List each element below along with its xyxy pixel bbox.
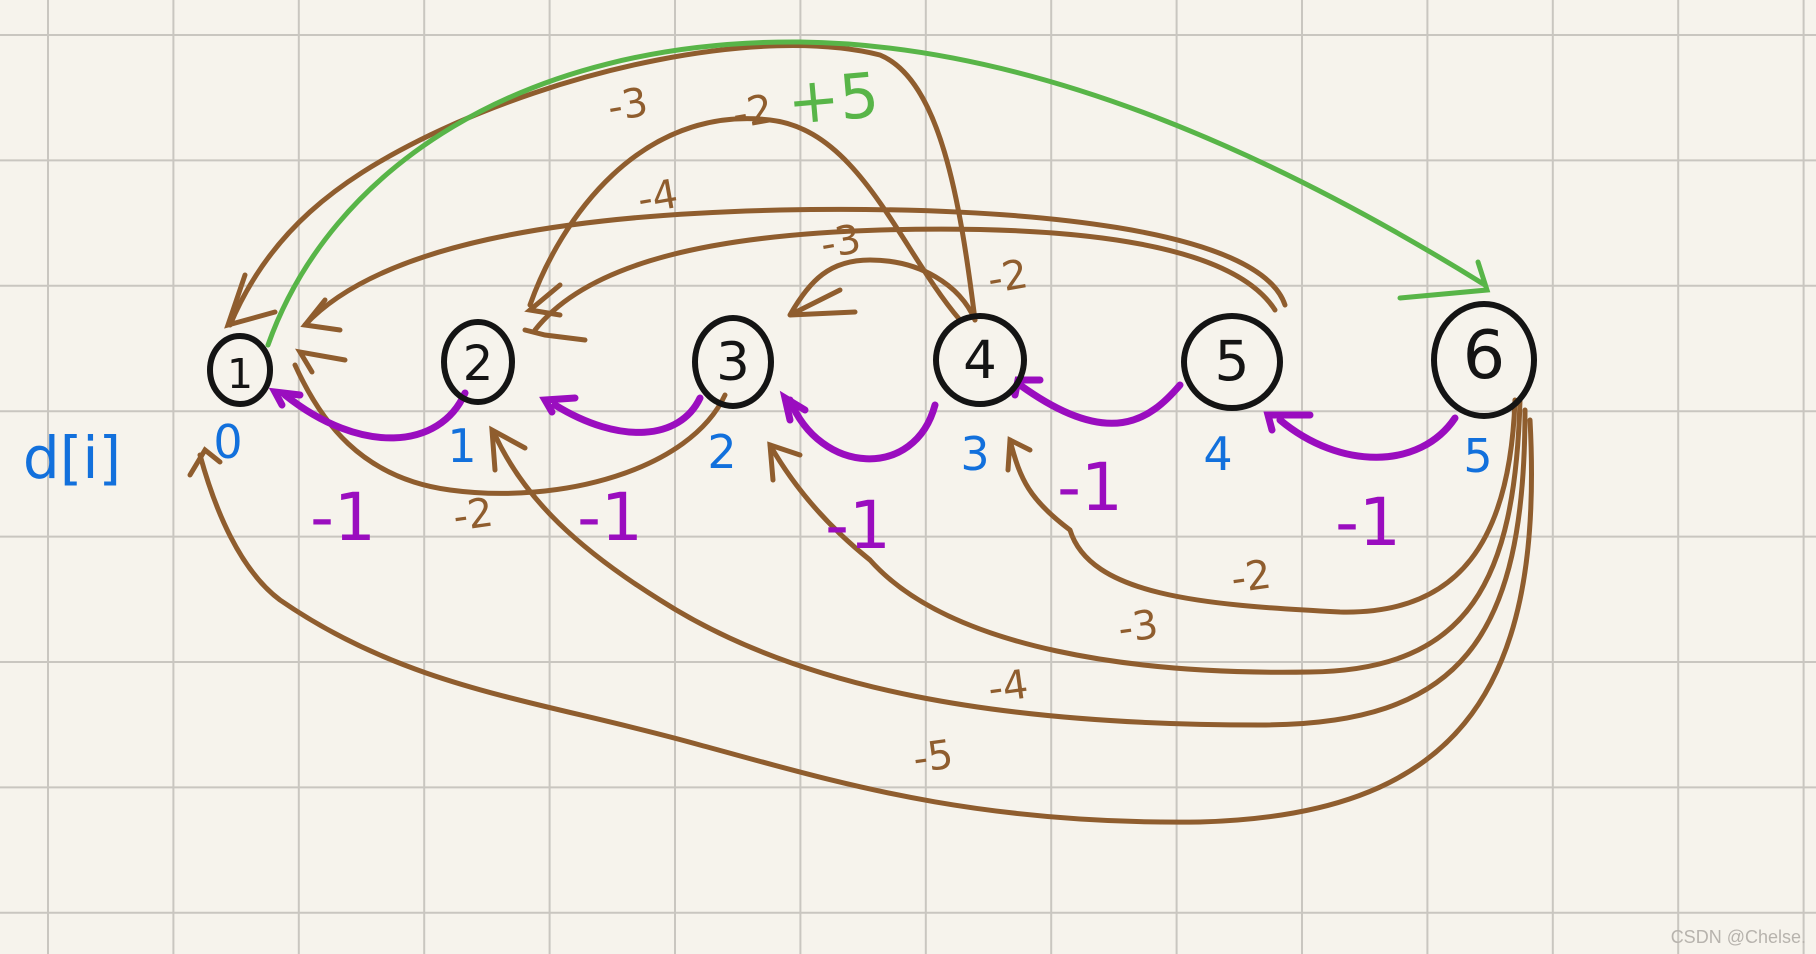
- purple-weight: -1: [1335, 484, 1401, 561]
- nodes: 1 2 3 4 5 6: [207, 301, 1537, 419]
- brown-weight: -2: [450, 490, 496, 541]
- arrowhead: [524, 282, 563, 318]
- edge-4-to-2: [527, 116, 963, 323]
- arrowhead: [295, 348, 348, 375]
- node-outline: [1431, 301, 1537, 419]
- purple-weight: -1: [310, 479, 376, 556]
- edge-1-to-6-green: [265, 39, 1488, 348]
- edge-2-to-1-purple: [281, 389, 469, 442]
- edge-6-to-5-purple: [1276, 414, 1459, 461]
- dist-value: 1: [447, 419, 476, 473]
- edge-6-to-2: [492, 407, 1528, 728]
- dist-value: 3: [960, 427, 989, 481]
- node-label: 5: [1215, 329, 1250, 393]
- node-label: 6: [1463, 316, 1506, 394]
- brown-weight: -2: [729, 86, 776, 138]
- dist-value: 2: [707, 425, 736, 479]
- node-outline: [207, 333, 273, 407]
- dist-value: 5: [1463, 429, 1492, 483]
- arrowhead: [187, 446, 223, 478]
- arrowhead: [268, 387, 304, 409]
- labels: d[i] 0 1 2 3 4 5 -1 -1 -1 -1 -1 +5 -3 -2 -4 -3 -2 -2 -2 -3 -4…: [23, 58, 1493, 782]
- brown-weight: -2: [984, 251, 1031, 303]
- edge-6-to-4: [1007, 397, 1518, 615]
- node-label: 3: [716, 332, 750, 393]
- brown-weight: -4: [634, 171, 681, 223]
- edge-3-to-2-purple: [551, 394, 704, 436]
- node-outline: [441, 319, 515, 405]
- dist-label: d[i]: [23, 424, 121, 492]
- node-1: 1: [207, 333, 273, 407]
- watermark: CSDN @Chelse.: [1670, 927, 1806, 947]
- edge-5-to-1: [302, 206, 1288, 328]
- node-4: 4: [933, 313, 1027, 407]
- brown-weight: -5: [910, 732, 956, 783]
- node-label: 4: [963, 330, 997, 391]
- edge-4-to-3-purple: [786, 396, 939, 463]
- edge-5-to-2: [532, 226, 1278, 333]
- arrowhead: [224, 272, 278, 329]
- brown-weight: -3: [604, 79, 651, 131]
- arrowhead: [1005, 436, 1033, 473]
- node-label: 2: [463, 336, 494, 392]
- arrowhead: [767, 441, 803, 483]
- node-outline: [692, 315, 774, 409]
- arrowhead: [788, 287, 858, 318]
- purple-weight: -1: [1057, 449, 1123, 526]
- brown-weight: -4: [985, 662, 1031, 713]
- edge-4-to-3: [787, 257, 978, 323]
- brown-arrowheads: [187, 272, 1033, 483]
- node-label: 1: [227, 350, 253, 398]
- brown-weight: -2: [1228, 552, 1274, 603]
- node-2: 2: [441, 319, 515, 405]
- edge-6-to-3: [767, 397, 1523, 675]
- green-weight: +5: [784, 58, 881, 139]
- node-outline: [933, 313, 1027, 407]
- edge-6-to-1: [197, 417, 1535, 825]
- node-5: 5: [1181, 313, 1283, 411]
- arrowhead: [539, 394, 579, 416]
- edge-5-to-4-purple: [1016, 381, 1184, 427]
- arrowhead: [522, 327, 588, 343]
- brown-weight: -3: [817, 216, 864, 268]
- purple-edges: [268, 376, 1459, 463]
- node-3: 3: [692, 315, 774, 409]
- arrowhead: [489, 425, 528, 473]
- dist-value: 4: [1203, 427, 1232, 481]
- edge-4-to-1: [227, 43, 978, 328]
- arrowhead: [300, 297, 343, 333]
- node-6: 6: [1431, 301, 1537, 419]
- node-outline: [1181, 313, 1283, 411]
- purple-weight: -1: [825, 487, 891, 564]
- arrowhead: [779, 390, 809, 424]
- dist-value: 0: [213, 415, 242, 469]
- green-arrowhead: [1397, 259, 1491, 301]
- purple-weight: -1: [577, 479, 643, 556]
- arrowhead: [1263, 411, 1314, 434]
- brown-weight: -3: [1115, 602, 1161, 653]
